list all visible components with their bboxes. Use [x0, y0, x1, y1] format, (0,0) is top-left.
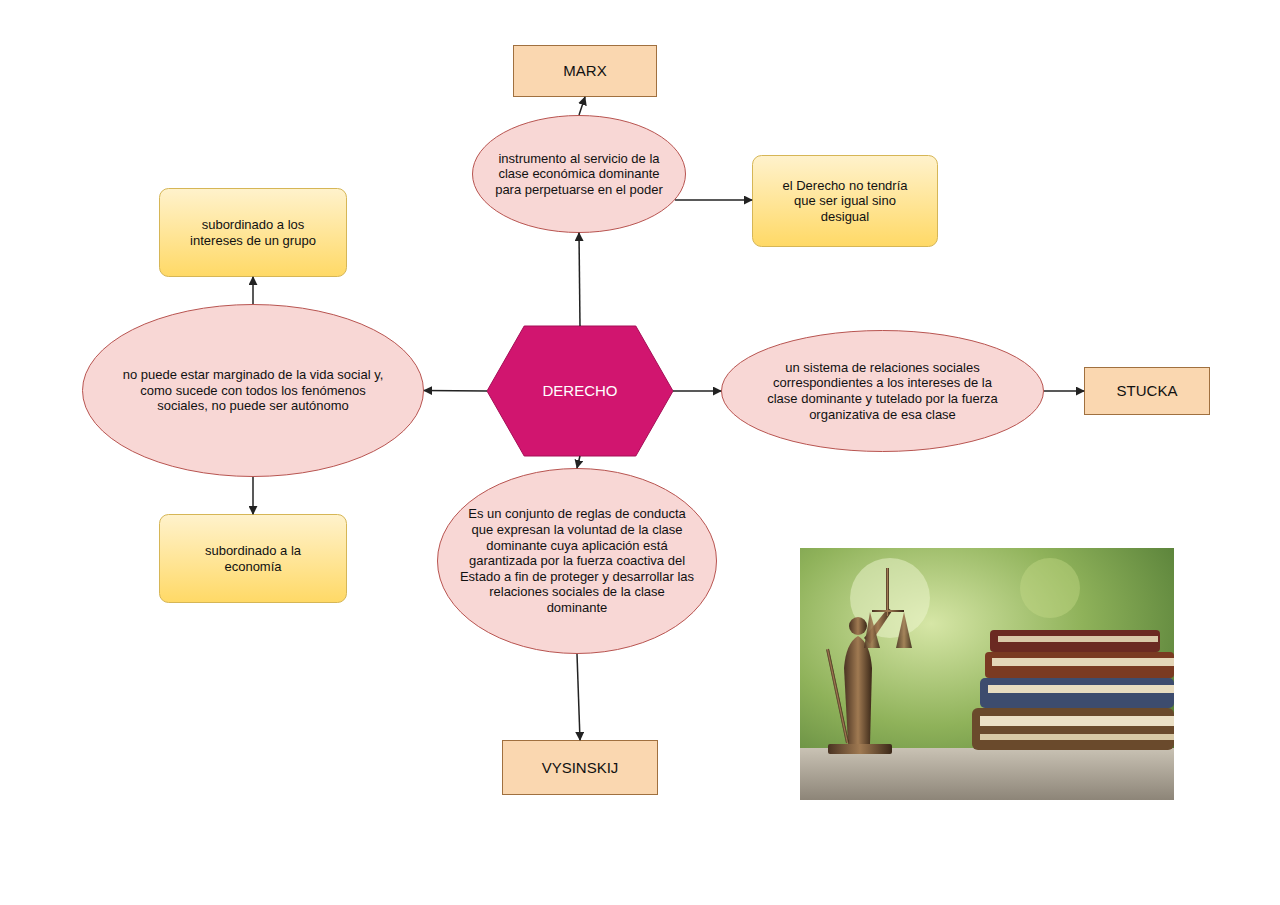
node-text-group: DERECHO	[505, 382, 655, 400]
concept-ellipse: Es un conjunto de reglas de conducta que…	[437, 468, 717, 654]
orange-fill	[514, 46, 657, 97]
node-text-group: un sistema de relaciones sociales corres…	[758, 360, 1008, 422]
node-label: VYSINSKIJ	[510, 759, 650, 777]
concept-ellipse: un sistema de relaciones sociales corres…	[721, 330, 1044, 452]
arrow-connector	[1044, 390, 1084, 392]
arrow-connector	[673, 390, 721, 392]
hex-fill	[487, 326, 673, 456]
node-text-group: Es un conjunto de reglas de conducta que…	[459, 506, 695, 615]
node-text-group: el Derecho no tendría que ser igual sino…	[770, 178, 920, 225]
node-text-group: no puede estar marginado de la vida soci…	[122, 367, 384, 414]
node-text-group: STUCKA	[1089, 382, 1205, 400]
orange-fill	[1085, 368, 1210, 415]
arrow-connector	[252, 277, 254, 304]
node-text-group: subordinado a los intereses de un grupo	[183, 217, 323, 248]
node-label: subordinado a los intereses de un grupo	[183, 217, 323, 248]
author-box: VYSINSKIJ	[502, 740, 658, 795]
ellipse-fill	[722, 331, 1044, 452]
ellipse-fill	[473, 116, 686, 233]
concept-ellipse: no puede estar marginado de la vida soci…	[82, 304, 424, 477]
arrow-connector	[424, 390, 487, 392]
note-box: subordinado a los intereses de un grupo	[159, 188, 347, 277]
arrow-connector	[577, 456, 580, 468]
node-label: el Derecho no tendría que ser igual sino…	[770, 178, 920, 225]
arrow-connector	[577, 654, 580, 740]
note-box: subordinado a la economía	[159, 514, 347, 603]
author-box: MARX	[513, 45, 657, 97]
node-label: no puede estar marginado de la vida soci…	[122, 367, 384, 414]
arrow-connector	[252, 477, 254, 514]
arrow-connector	[579, 233, 580, 326]
ellipse-fill	[438, 469, 717, 654]
node-label: instrumento al servicio de la clase econ…	[495, 151, 663, 198]
central-hexagon: DERECHO	[487, 326, 673, 456]
node-label: Es un conjunto de reglas de conducta que…	[459, 506, 695, 615]
ellipse-fill	[83, 305, 424, 477]
node-label: STUCKA	[1089, 382, 1205, 400]
node-label: un sistema de relaciones sociales corres…	[758, 360, 1008, 422]
yellow-fill	[160, 515, 347, 603]
orange-fill	[503, 741, 658, 795]
node-text-group: VYSINSKIJ	[510, 759, 650, 777]
node-text-group: subordinado a la economía	[193, 543, 313, 574]
yellow-fill	[160, 189, 347, 277]
yellow-fill	[753, 156, 938, 247]
arrow-connector	[579, 97, 585, 115]
node-label: DERECHO	[505, 382, 655, 400]
note-box: el Derecho no tendría que ser igual sino…	[752, 155, 938, 247]
node-label: MARX	[520, 62, 650, 80]
arrow-connector	[675, 199, 752, 201]
justice-photo	[800, 548, 1174, 800]
node-label: subordinado a la economía	[193, 543, 313, 574]
node-text-group: instrumento al servicio de la clase econ…	[495, 151, 663, 198]
author-box: STUCKA	[1084, 367, 1210, 415]
concept-ellipse: instrumento al servicio de la clase econ…	[472, 115, 686, 233]
node-text-group: MARX	[520, 62, 650, 80]
